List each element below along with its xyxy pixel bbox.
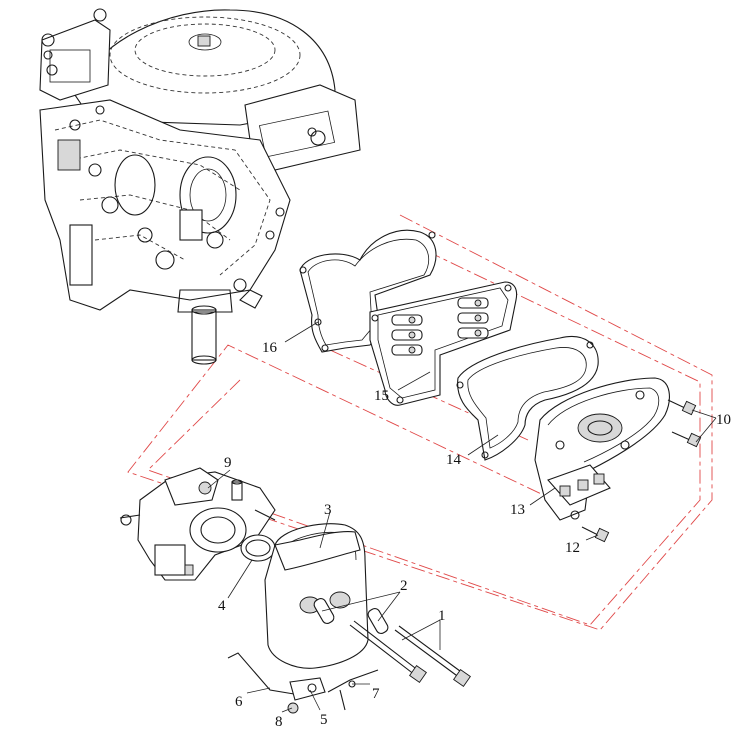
- leader-lines: [207, 321, 717, 713]
- bolt-part-12: [581, 526, 610, 543]
- callout-14: 14: [446, 452, 462, 468]
- airbox-part-3: [264, 523, 369, 669]
- gasket-part-4: [240, 534, 276, 562]
- callout-16: 16: [262, 340, 278, 356]
- callout-13: 13: [510, 502, 525, 518]
- callout-9: 9: [224, 455, 232, 471]
- callout-1: 1: [438, 608, 446, 624]
- callout-8: 8: [275, 714, 283, 730]
- callout-15: 15: [374, 388, 389, 404]
- linkage-parts: [227, 652, 379, 714]
- callout-3: 3: [324, 502, 332, 518]
- gasket-part-16: [299, 229, 437, 353]
- callout-labels: 1 2 3 4 5 6 7 8 9 10 12 13 14 15 16: [218, 340, 731, 730]
- callout-5: 5: [320, 712, 328, 728]
- callout-6: 6: [235, 694, 243, 710]
- callout-4: 4: [218, 598, 226, 614]
- callout-10: 10: [716, 412, 731, 428]
- callout-7: 7: [372, 686, 380, 702]
- cover-part-13: [534, 377, 670, 521]
- valve-port-grid: [391, 297, 489, 356]
- bolts-part-10: [667, 399, 702, 448]
- bolts-part-1: [349, 620, 471, 687]
- engine-assembly: [39, 8, 361, 365]
- plate-part-15: [369, 281, 518, 406]
- callout-12: 12: [565, 540, 580, 556]
- callout-2: 2: [400, 578, 408, 594]
- carburetor-part-9: [119, 467, 276, 581]
- gasket-part-14: [456, 336, 599, 461]
